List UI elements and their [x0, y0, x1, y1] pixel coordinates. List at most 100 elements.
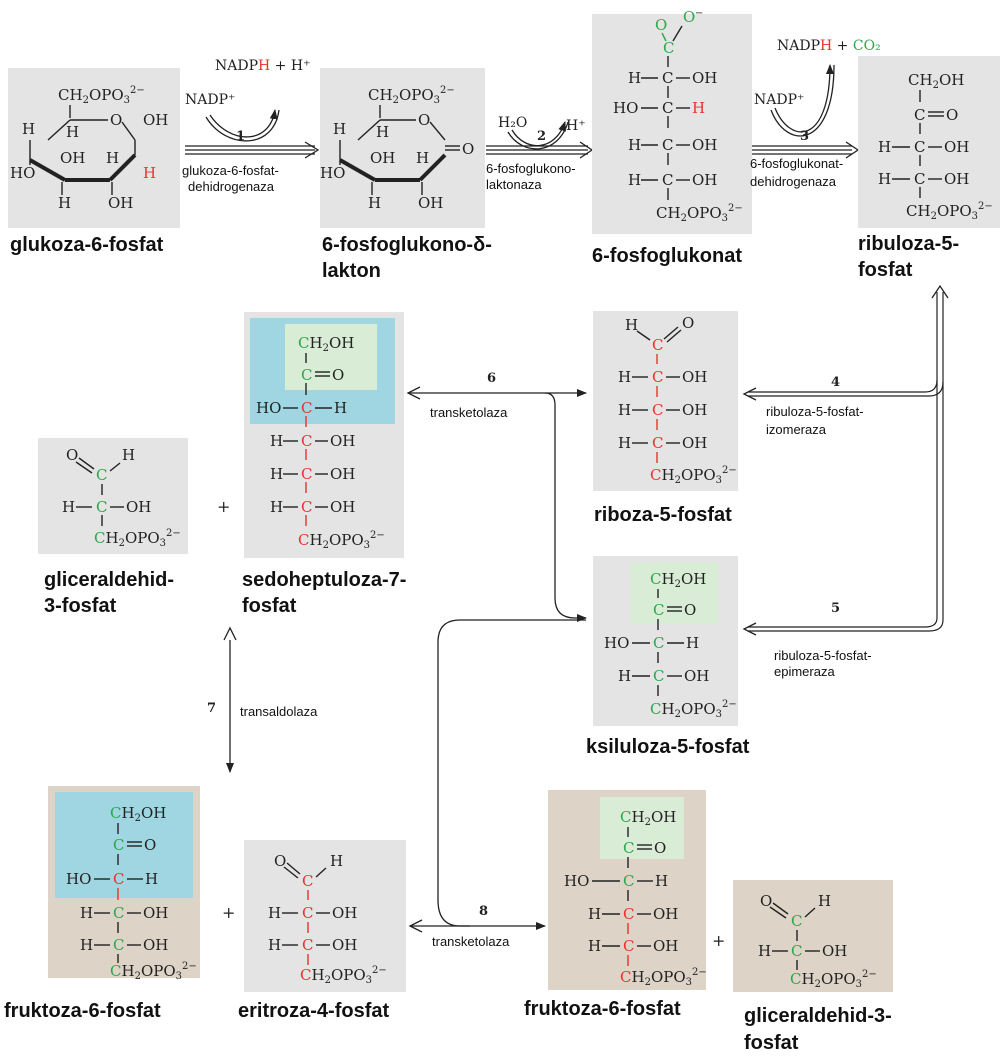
- svg-text:C: C: [113, 836, 124, 854]
- svg-text:HO: HO: [613, 99, 638, 117]
- svg-text:OH: OH: [143, 936, 168, 954]
- svg-text:OH: OH: [822, 942, 847, 960]
- svg-text:O: O: [655, 16, 667, 34]
- svg-text:CH2OPO32−: CH2OPO32−: [368, 85, 455, 106]
- svg-text:C: C: [652, 336, 663, 354]
- svg-text:C: C: [662, 69, 673, 87]
- svg-text:H: H: [80, 904, 93, 922]
- svg-text:CH2OH: CH2OH: [110, 804, 166, 824]
- reaction-7-arrow: [223, 626, 237, 773]
- svg-text:C: C: [653, 634, 664, 652]
- svg-text:CH2OH: CH2OH: [620, 808, 676, 828]
- enzyme-8-label: transketolaza: [432, 934, 510, 949]
- phosphogluconate-label: 6-fosfoglukonat: [592, 245, 742, 267]
- svg-text:HO: HO: [320, 164, 345, 182]
- svg-text:H: H: [66, 123, 79, 141]
- step-3-number: 3: [800, 129, 809, 144]
- svg-text:O: O: [66, 446, 78, 464]
- svg-text:HO: HO: [564, 872, 589, 890]
- svg-text:C: C: [652, 368, 663, 386]
- svg-text:OH: OH: [108, 194, 133, 212]
- reaction-8-arrows: [408, 619, 586, 933]
- svg-text:OH: OH: [126, 498, 151, 516]
- svg-text:C: C: [623, 905, 634, 923]
- nadp-in-1: NADP⁺: [185, 92, 235, 108]
- svg-text:H: H: [878, 170, 891, 188]
- svg-text:H: H: [416, 149, 429, 167]
- svg-text:C: C: [914, 170, 925, 188]
- step-4-number: 4: [831, 375, 840, 390]
- svg-text:CH2OPO32−: CH2OPO32−: [790, 969, 877, 990]
- enzyme-4-label-line2: izomeraza: [766, 422, 827, 437]
- svg-text:CH2OPO32−: CH2OPO32−: [620, 967, 707, 988]
- svg-text:C: C: [302, 904, 313, 922]
- glyceraldehyde-3-phosphate-label-right-line2: fosfat: [744, 1032, 799, 1054]
- svg-text:H: H: [758, 942, 771, 960]
- svg-text:C: C: [96, 498, 107, 516]
- svg-text:CH2OPO32−: CH2OPO32−: [650, 699, 737, 720]
- svg-text:CH2OPO32−: CH2OPO32−: [300, 965, 387, 986]
- svg-text:H: H: [270, 432, 283, 450]
- svg-text:OH: OH: [944, 138, 969, 156]
- svg-text:O: O: [683, 8, 695, 26]
- sedoheptulose-7-phosphate-structure: CH2OH C O HO C H H C OH H C OH H C OH CH…: [244, 312, 404, 558]
- svg-text:H: H: [62, 498, 75, 516]
- erythrose-4-phosphate-structure: O C H H C OH H C OH CH2OPO32−: [244, 840, 406, 992]
- svg-text:H: H: [686, 634, 699, 652]
- svg-text:CH2OPO32−: CH2OPO32−: [110, 961, 197, 982]
- svg-text:O: O: [682, 314, 694, 332]
- svg-text:HO: HO: [10, 164, 35, 182]
- enzyme-3-label-line1: 6-fosfoglukonat-: [750, 156, 843, 171]
- svg-text:H: H: [122, 446, 135, 464]
- svg-text:OH: OH: [682, 368, 707, 386]
- svg-text:H: H: [333, 120, 346, 138]
- svg-text:OH: OH: [370, 149, 395, 167]
- enzyme-2-label-line1: 6-fosfoglukono-: [486, 161, 576, 176]
- svg-text:C: C: [302, 872, 313, 890]
- svg-text:CH2OPO32−: CH2OPO32−: [94, 528, 181, 549]
- svg-text:H: H: [692, 99, 705, 117]
- svg-text:H: H: [268, 936, 281, 954]
- svg-text:H: H: [368, 194, 381, 212]
- svg-text:OH: OH: [944, 170, 969, 188]
- svg-text:H: H: [628, 69, 641, 87]
- svg-text:H: H: [818, 892, 831, 910]
- enzyme-1-label-line1: glukoza-6-fosfat-: [182, 163, 279, 178]
- svg-text:H: H: [618, 434, 631, 452]
- svg-text:C: C: [96, 466, 107, 484]
- svg-text:C: C: [653, 601, 664, 619]
- svg-text:C: C: [301, 399, 312, 417]
- sedoheptulose-7-phosphate-label-line2: fosfat: [242, 595, 297, 617]
- svg-text:C: C: [302, 936, 313, 954]
- svg-text:H: H: [588, 905, 601, 923]
- svg-text:C: C: [791, 942, 802, 960]
- ribose-5-phosphate-structure: H C O H C OH H C OH H C OH CH2OPO32−: [593, 311, 738, 491]
- fructose-6-phosphate-label-right: fruktoza-6-fosfat: [524, 998, 681, 1020]
- svg-text:H: H: [145, 870, 158, 888]
- svg-text:OH: OH: [143, 904, 168, 922]
- svg-text:H: H: [376, 123, 389, 141]
- svg-text:OH: OH: [692, 136, 717, 154]
- svg-text:C: C: [662, 136, 673, 154]
- svg-text:C: C: [914, 138, 925, 156]
- svg-text:HO: HO: [604, 634, 629, 652]
- svg-text:OH: OH: [653, 937, 678, 955]
- enzyme-5-label-line2: epimeraza: [774, 664, 835, 679]
- svg-text:H: H: [878, 138, 891, 156]
- svg-text:H: H: [334, 399, 347, 417]
- svg-text:CH2OH: CH2OH: [298, 334, 354, 354]
- svg-text:H: H: [625, 316, 638, 334]
- glucose-6-phosphate-label: glukoza-6-fosfat: [10, 234, 164, 256]
- reaction-6-arrows: [406, 386, 587, 622]
- svg-text:OH: OH: [332, 936, 357, 954]
- ribulose-5-phosphate-label-line1: ribuloza-5-: [858, 233, 959, 255]
- step-6-number: 6: [487, 371, 496, 386]
- svg-text:C: C: [113, 904, 124, 922]
- svg-text:OH: OH: [418, 194, 443, 212]
- reaction-2-arrow: [486, 121, 594, 159]
- 6-phosphogluconate-structure: O O− C H C OH HO C H H C OH H C OH CH2OP…: [592, 8, 752, 234]
- svg-text:H: H: [628, 136, 641, 154]
- svg-text:CH2OH: CH2OH: [908, 71, 964, 91]
- svg-text:C: C: [623, 937, 634, 955]
